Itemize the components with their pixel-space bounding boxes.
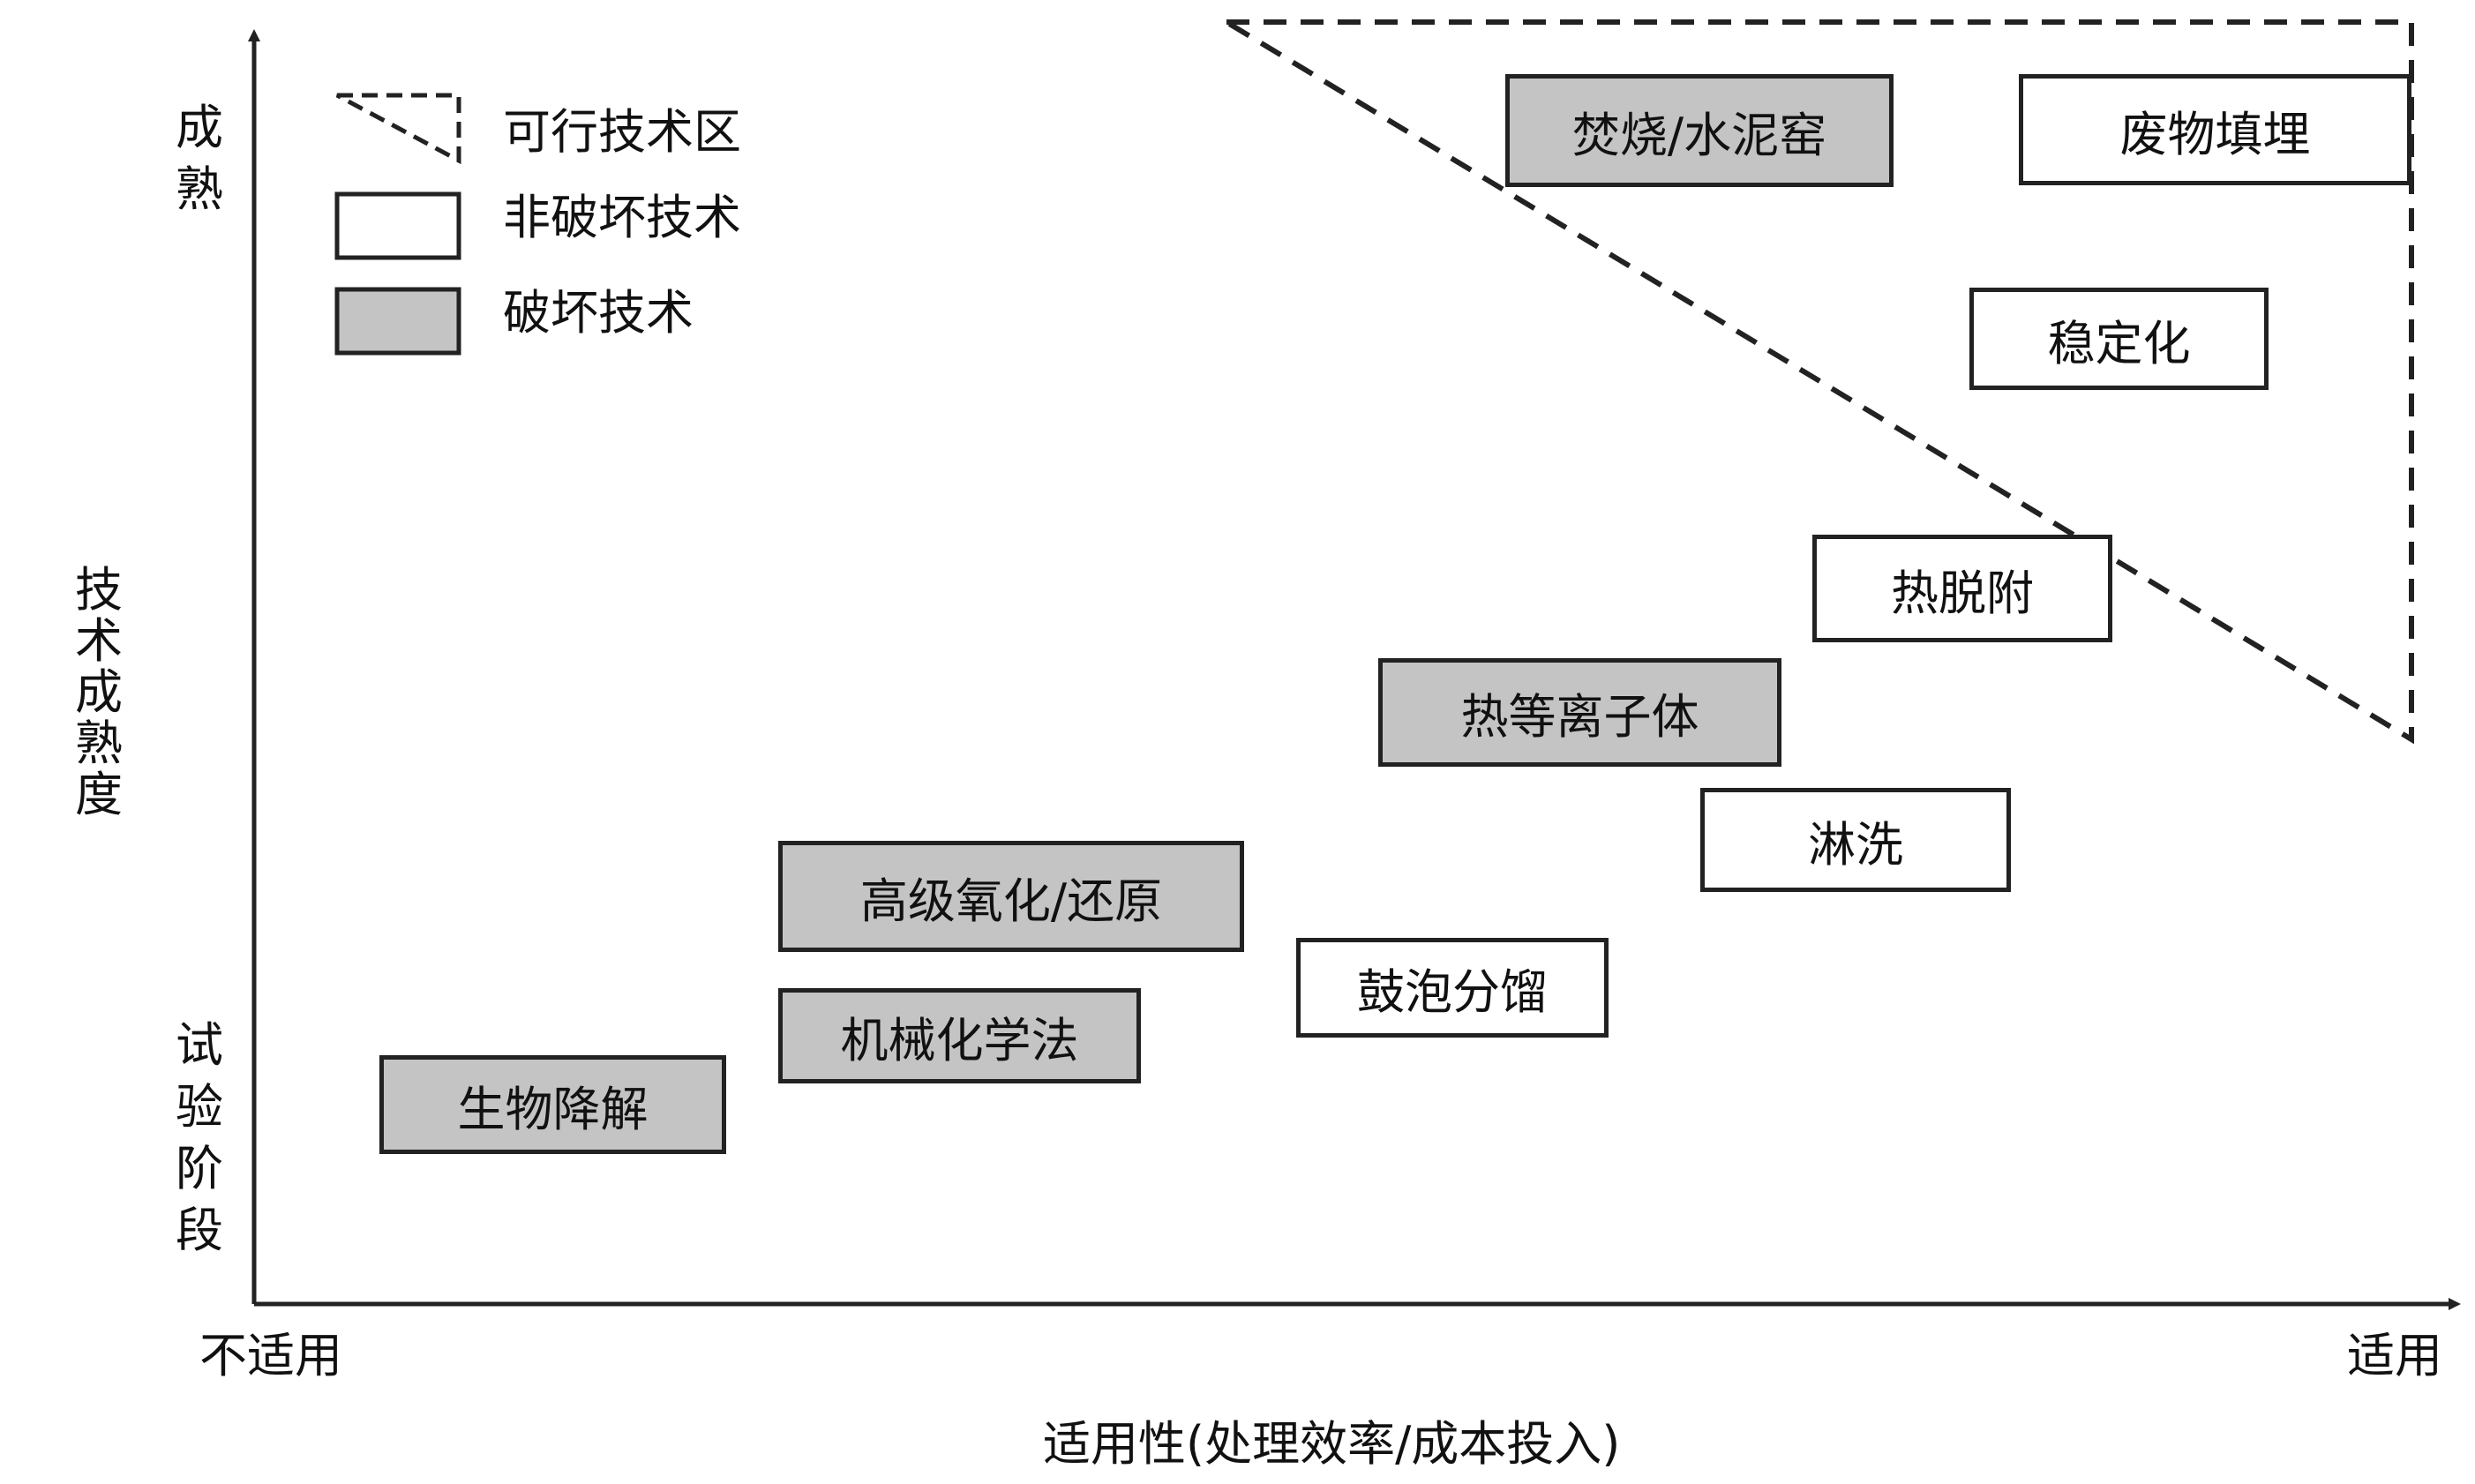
tech-stabilization-box: 稳定化 [1969, 288, 2269, 390]
legend-non-destructive-marker [334, 191, 461, 260]
x-axis-title: 适用性(处理效率/成本投入) [1043, 1416, 1621, 1472]
feasible-zone-triangle [1217, 19, 2414, 745]
y-axis-bottom-label: 试验阶段 [176, 1017, 223, 1258]
y-axis-title: 技术成熟度 [75, 562, 123, 822]
tech-biodegradation-box: 生物降解 [379, 1055, 726, 1154]
legend-destructive-label: 破坏技术 [503, 285, 694, 341]
tech-landfill-box: 废物填埋 [2019, 74, 2411, 185]
x-axis-right-label: 适用 [2347, 1328, 2442, 1383]
tech-incineration-box: 焚烧/水泥窑 [1505, 74, 1894, 187]
legend-destructive-marker [334, 287, 461, 356]
tech-advanced-redox-box: 高级氧化/还原 [778, 841, 1244, 952]
x-axis-left-label: 不适用 [199, 1328, 342, 1383]
legend-feasible-marker [335, 93, 461, 165]
legend-feasible-label: 可行技术区 [503, 104, 741, 160]
tech-bubble-fractionation-box: 鼓泡分馏 [1296, 938, 1609, 1038]
tech-thermal-plasma-box: 热等离子体 [1378, 658, 1781, 767]
tech-mechanochemical-box: 机械化学法 [778, 988, 1141, 1083]
legend-non-destructive-label: 非破坏技术 [503, 190, 741, 245]
y-axis-top-label: 成熟 [176, 100, 223, 217]
tech-thermal-desorption-box: 热脱附 [1812, 535, 2112, 642]
tech-soil-washing-box: 淋洗 [1700, 788, 2011, 892]
